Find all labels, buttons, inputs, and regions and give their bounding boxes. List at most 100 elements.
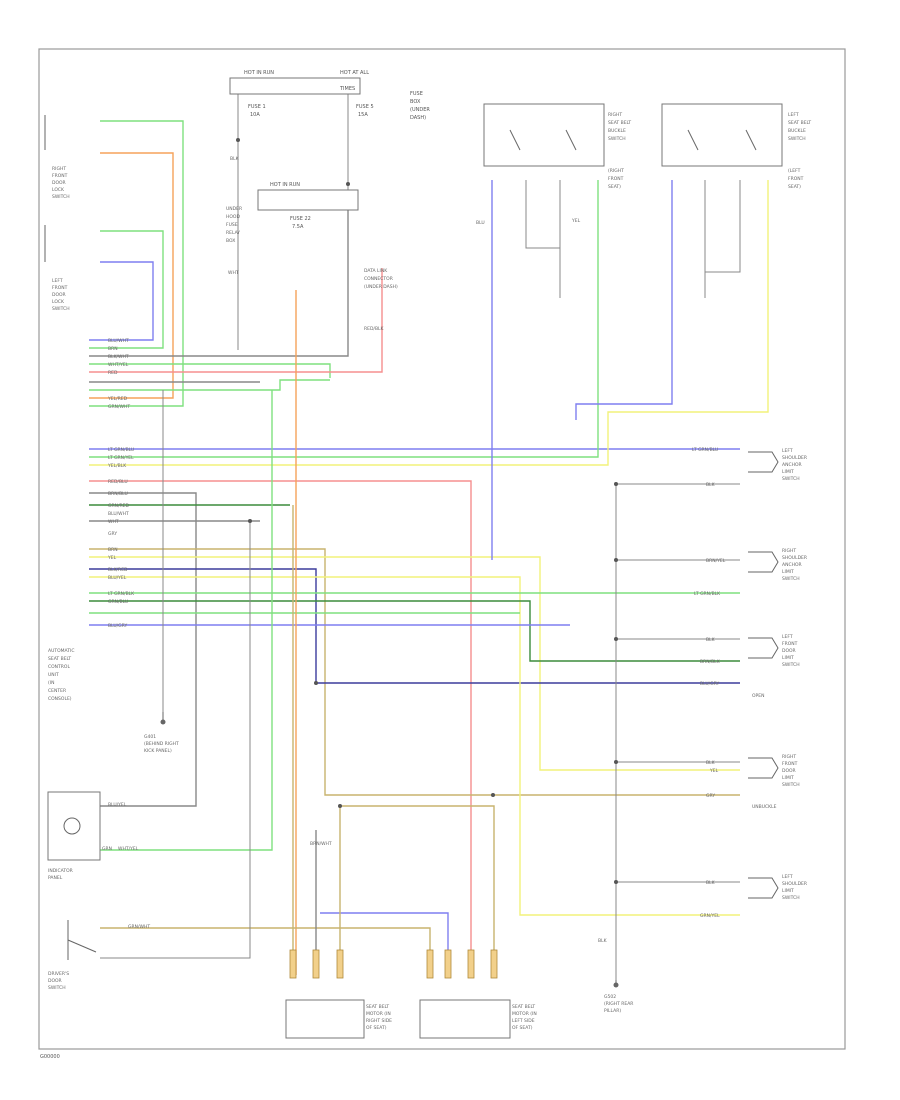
wire-label-right-5: BRN/BLK [700, 659, 721, 665]
wire-green-row-2 [89, 379, 330, 391]
wire-label-misc-5: WHT/YEL [118, 846, 139, 852]
wire-darkgreen-row-2 [89, 600, 740, 662]
limit-switch-5 [748, 877, 779, 899]
wire-yellow-row-1 [89, 180, 769, 466]
wire-label-mid-5: GRN/RED [108, 503, 129, 509]
wire-switch1-ground [525, 180, 561, 298]
ground-right-l3: PILLAR) [604, 1008, 621, 1014]
wire-label-mid-4: BRN/BLU [108, 491, 128, 497]
fuse-top-left-label-3: 10A [250, 112, 260, 118]
wire-label-mid-12: BLU/YEL [108, 575, 127, 581]
wire-olive-bottom-1 [100, 927, 431, 975]
limit-sw-4-l5: SWITCH [782, 782, 800, 788]
relay-left-1-line-4: LOCK [52, 187, 65, 193]
wire-label-misc-9: RED/BLK [364, 326, 385, 332]
ground-left-l2: (BEHIND RIGHT [144, 741, 179, 747]
wire-label-mid-2: YEL/BLK [107, 463, 127, 469]
fuse-mid-left-1: UNDER [226, 206, 242, 212]
wire-orange-1 [89, 152, 174, 399]
fuse-box-text-1: FUSE [410, 91, 423, 97]
wire-label-misc-8: BLU [476, 220, 485, 226]
limit-sw-1-l1: LEFT [782, 448, 793, 454]
wire-label-mid-13: LT GRN/BLK [108, 591, 135, 597]
motor-left-box [285, 999, 365, 1039]
motor-right-l1: SEAT BELT [512, 1004, 535, 1010]
connector-mid-l1: DATA LINK [364, 268, 388, 274]
switch-right-1-l7: SEAT) [608, 184, 621, 190]
fuse-mid-left-5: BOX [226, 238, 235, 244]
limit-switch-1 [748, 451, 779, 473]
limit-switch-3 [748, 637, 779, 659]
door-switch-l1: DRIVER'S [48, 971, 69, 977]
motor-left-l2: MOTOR (IN [366, 1011, 391, 1017]
door-switch-l3: SWITCH [48, 985, 66, 991]
motor-connectors [289, 949, 498, 979]
wire-label-mid-14: GRN/BLU [108, 599, 128, 605]
fuse-top-right-label-4: 15A [358, 112, 368, 118]
switch-right-1-l3: BUCKLE [608, 128, 626, 134]
wire-yellow-row-3 [89, 576, 740, 916]
limit-sw-1-l2: SHOULDER [782, 455, 807, 461]
limit-sw-2-l2: SHOULDER [782, 555, 807, 561]
motor-pin-2 [312, 949, 320, 979]
wire-olive-bottom-3 [340, 805, 495, 975]
switch-right-1-l6: FRONT [608, 176, 624, 182]
wire-label-mid-1: LT GRN/YEL [108, 455, 134, 461]
fuse-box-top [229, 77, 361, 95]
wire-label-right-4: BLK [706, 637, 716, 643]
relay-left-2-line-4: LOCK [52, 299, 65, 305]
module-left-l3: CONTROL [48, 664, 70, 670]
limit-sw-5-l1: LEFT [782, 874, 793, 880]
switch-right-2-l1: LEFT [788, 112, 799, 118]
connector-mid-l3: (UNDER DASH) [364, 284, 398, 290]
wire-label-right-8: YEL [709, 768, 719, 774]
wire-label-right-3: LT GRN/BLK [694, 591, 721, 597]
wire-label-mid-11: BLK/RED [108, 567, 128, 573]
wire-label-right-10: BLK [706, 880, 716, 886]
wire-label-mid-15: BLU/GRY [108, 623, 128, 629]
ground-left-l1: G401 [144, 734, 156, 740]
limit-sw-3-l5: SWITCH [782, 662, 800, 668]
wire-label-left-4: RED [108, 370, 118, 376]
motor-pin-6 [467, 949, 475, 979]
ground-left-l3: KICK PANEL) [144, 748, 172, 754]
wire-green-row [89, 363, 331, 378]
wire-label-right-6: BLU/GRY [700, 681, 720, 687]
module-left-l6: CENTER [48, 688, 66, 694]
module-left-l2: SEAT BELT [48, 656, 71, 662]
fuse-mid-left-2: HOOD [226, 214, 240, 220]
wire-switch2-ground [704, 180, 741, 273]
wire-label-mid-0: LT GRN/BLU [108, 447, 134, 453]
switch-contact-4 [745, 129, 757, 151]
switch-right-1-l4: SWITCH [608, 136, 626, 142]
components [44, 77, 783, 1039]
wire-label-misc-1: WHT [228, 270, 239, 276]
relay-left-2-line-2: FRONT [52, 285, 68, 291]
ground-right-l1: G502 [604, 994, 616, 1000]
limit-sw-4-l1: RIGHT [782, 754, 796, 760]
wire-green-vert [100, 390, 273, 851]
wire-label-left-6: GRN/WHT [108, 404, 130, 410]
fuse-mid-label-2: FUSE 22 [290, 216, 311, 222]
door-switch-l2: DOOR [48, 978, 62, 984]
fuse-top-left-label-2: FUSE 1 [248, 104, 266, 110]
wire-black-row-1 [89, 190, 349, 357]
footer-code: G00000 [40, 1054, 60, 1060]
wire-label-left-1: BRN [108, 346, 118, 352]
limit-sw-5-l2: SHOULDER [782, 881, 807, 887]
wire-label-left-0: BLU/WHT [108, 338, 129, 344]
wire-label-mid-7: WHT [108, 519, 119, 525]
switch-right-2-l6: FRONT [788, 176, 804, 182]
limit-sw-4-l4: LIMIT [782, 775, 794, 781]
wire-label-mid-8: GRY [108, 531, 117, 537]
wire-label-right-1: BLK [706, 482, 716, 488]
wire-black-row-3 [89, 492, 197, 807]
wire-label-left-5: YEL/RED [107, 396, 128, 402]
limit-sw-4-l3: DOOR [782, 768, 796, 774]
wire-label-mid-10: YEL [107, 555, 117, 561]
fuse-top-right-label: HOT AT ALL [340, 70, 369, 76]
limit-sw-1-l5: SWITCH [782, 476, 800, 482]
wire-group [89, 120, 769, 975]
indicator-panel-box [47, 791, 101, 861]
